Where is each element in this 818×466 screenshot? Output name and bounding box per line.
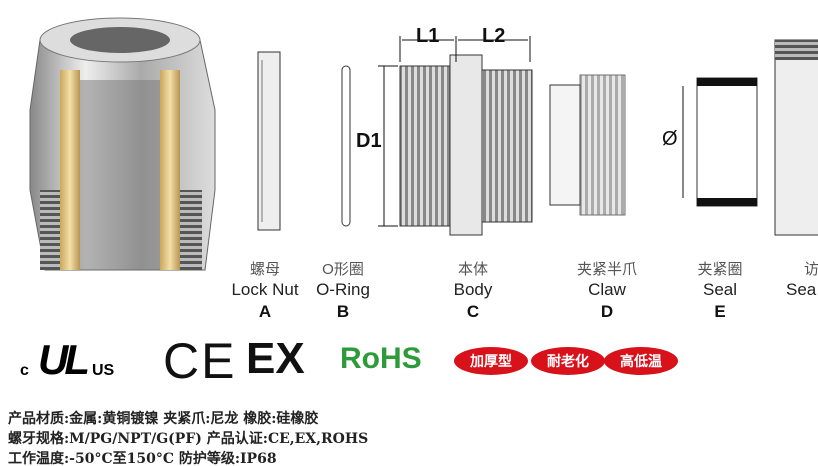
ul-logo: c UL US xyxy=(20,336,115,383)
body-drawing xyxy=(378,36,533,236)
part-cn-label: 访 xyxy=(804,261,818,278)
part-cn-label: 本体 xyxy=(457,261,488,278)
dim-l2: L2 xyxy=(482,25,506,47)
part-cn-label: O形圈 xyxy=(322,261,364,278)
badge-thickened: 加厚型 xyxy=(454,347,528,375)
badge-anti-aging: 耐老化 xyxy=(531,347,605,375)
part-cn-label: 夹紧圈 xyxy=(697,261,743,278)
dim-d1: D1 xyxy=(356,130,382,152)
seal-cap-drawing xyxy=(774,39,818,236)
dim-diameter: Ø xyxy=(662,128,678,150)
badge-high-low-temp: 高低温 xyxy=(604,347,678,375)
part-cn-label: 夹紧半爪 xyxy=(576,261,637,278)
gland-cutaway-image xyxy=(29,17,216,271)
part-en-label: Body xyxy=(453,280,493,299)
part-en-label: Claw xyxy=(588,280,626,299)
rohs-logo: RoHS xyxy=(340,342,422,375)
spec-temp-ip: 工作温度:-50°C至150°C 防护等级:IP68 xyxy=(8,451,277,466)
part-letter: E xyxy=(714,302,726,321)
part-letter: B xyxy=(336,302,350,321)
part-letter: A xyxy=(258,302,272,321)
ex-logo: EX xyxy=(246,334,305,383)
dim-l1: L1 xyxy=(416,25,440,47)
ce-logo: CE xyxy=(163,333,237,389)
lock-nut-drawing xyxy=(257,51,281,231)
part-en-label: Seal xyxy=(702,280,738,299)
claw-drawing xyxy=(549,74,626,216)
part-en-label: Sea xyxy=(786,280,817,299)
spec-thread-cert: 螺牙规格:M/PG/NPT/G(PF) 产品认证:CE,EX,ROHS xyxy=(8,431,369,447)
seal-drawing xyxy=(682,77,758,207)
part-cn-label: 螺母 xyxy=(249,261,280,278)
o-ring-drawing xyxy=(341,65,351,227)
spec-material: 产品材质:金属:黄铜镀镍 夹紧爪:尼龙 橡胶:硅橡胶 xyxy=(8,411,319,427)
part-en-label: Lock Nut xyxy=(231,280,299,299)
part-letter: C xyxy=(466,302,480,321)
part-letter: D xyxy=(600,302,614,321)
part-en-label: O-Ring xyxy=(316,280,370,299)
cable-gland-drawing xyxy=(29,17,818,271)
